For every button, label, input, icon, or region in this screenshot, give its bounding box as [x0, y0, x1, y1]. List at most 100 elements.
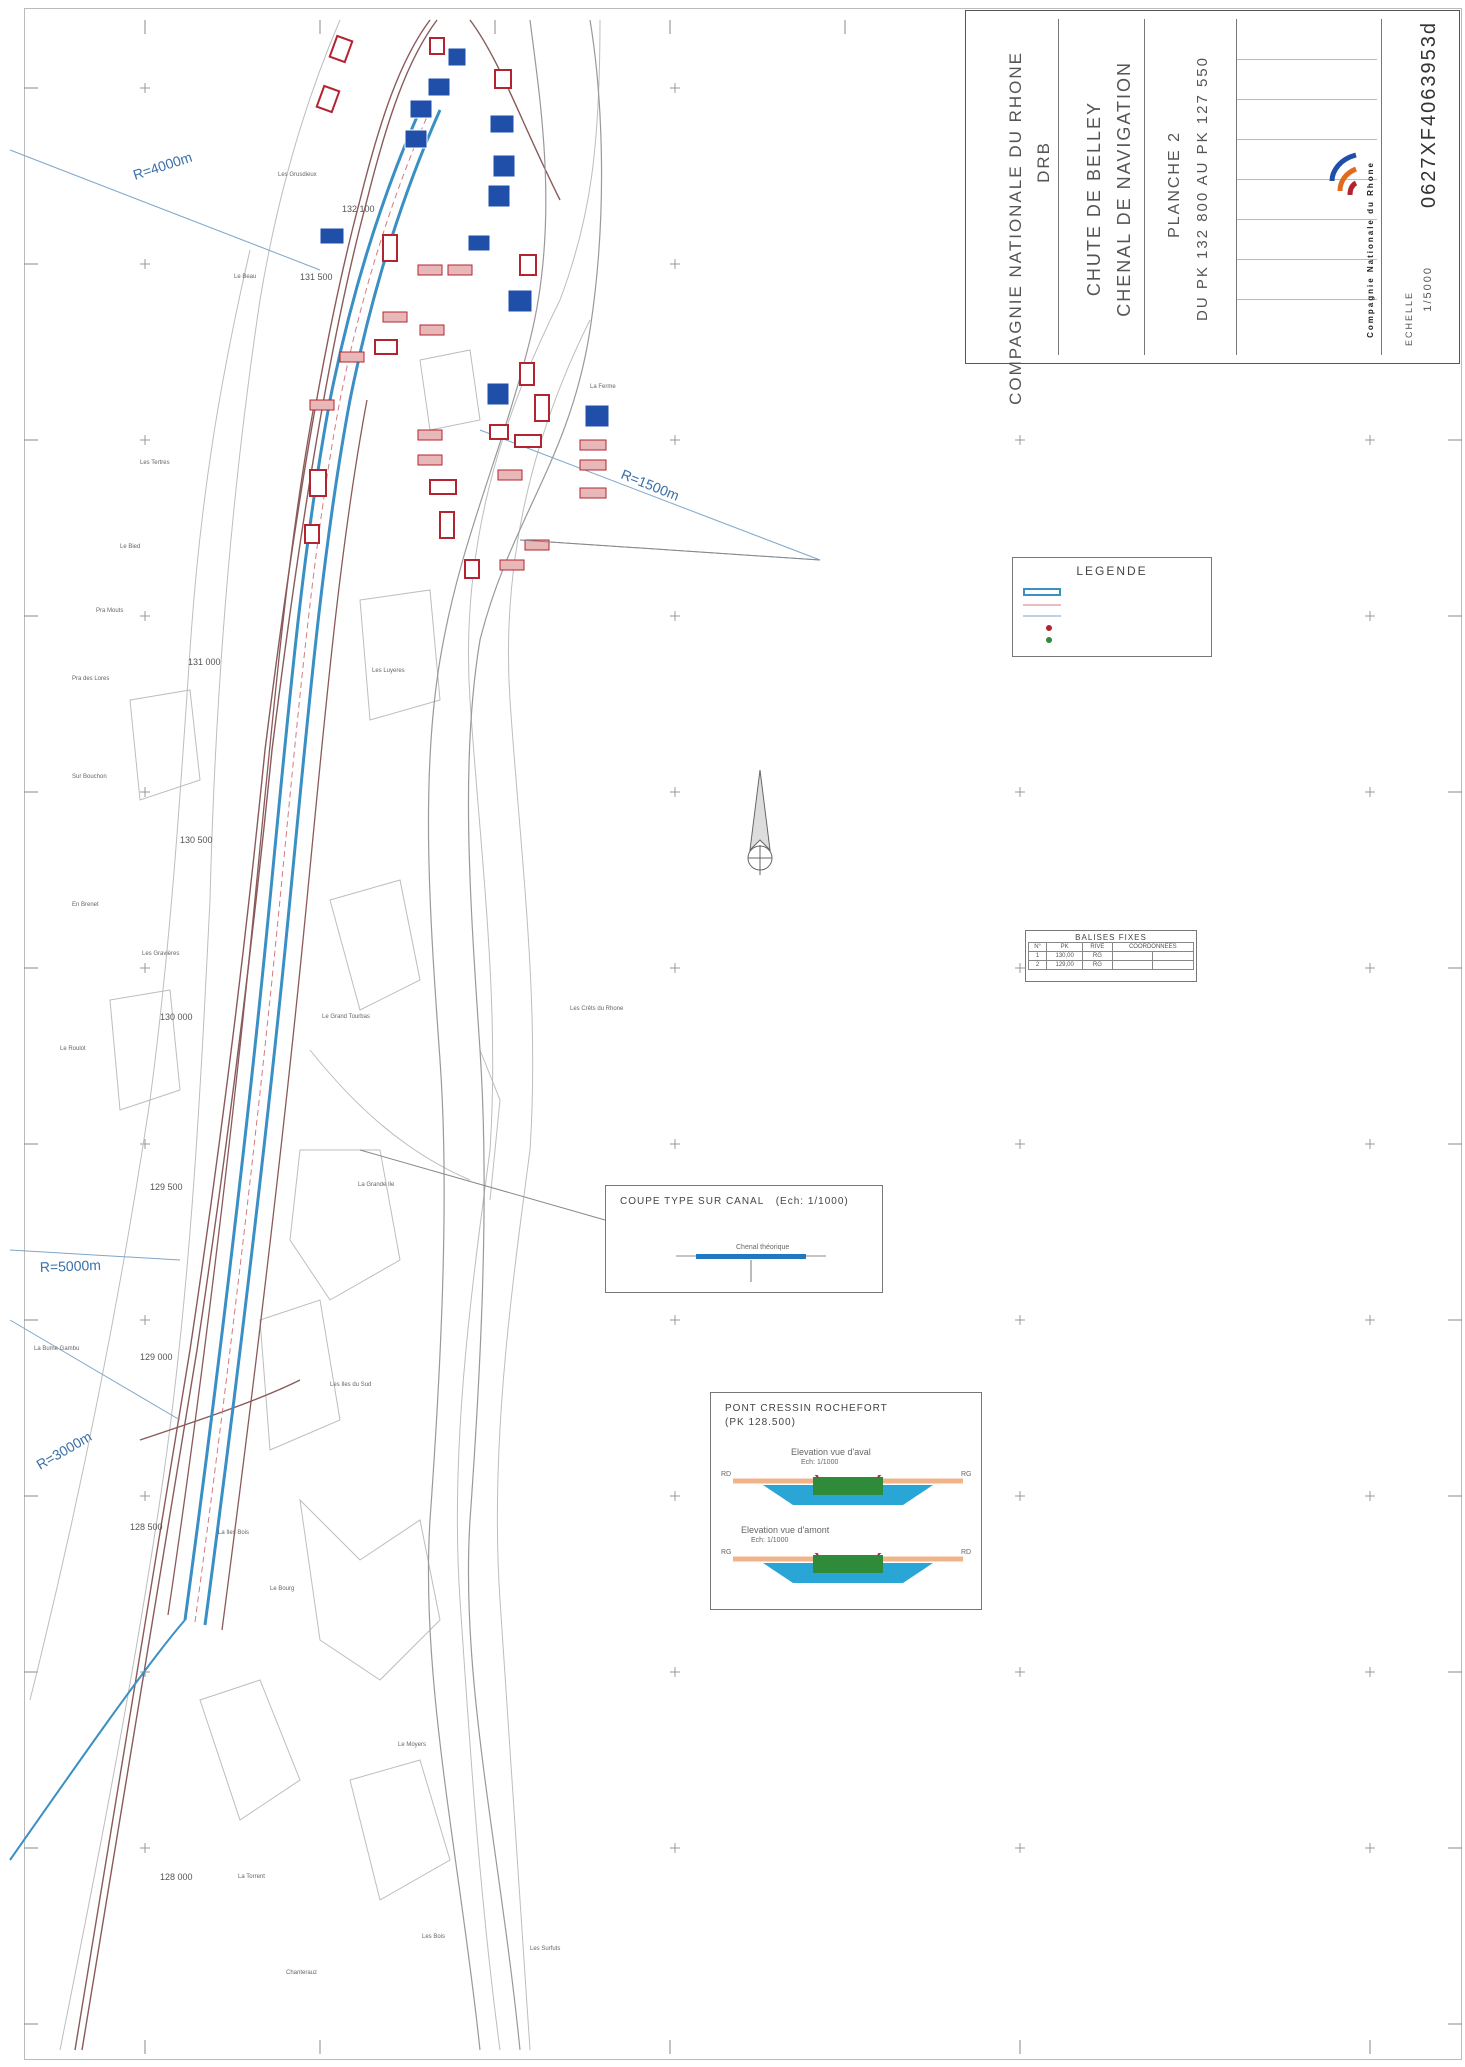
blue-sign: [492, 154, 516, 178]
pk-range: DU PK 132 800 AU PK 127 550: [1194, 56, 1211, 321]
red-banner: [417, 264, 443, 276]
balises-title: BALISES FIXES: [1075, 933, 1147, 942]
legend-row-red-buoy: [1045, 624, 1053, 632]
place-name: Les Grusdieux: [278, 172, 317, 178]
pk-mark: 130 000: [160, 1012, 193, 1022]
place-name: Le Bied: [120, 544, 140, 550]
place-name: Chanterauz: [286, 1970, 317, 1976]
place-name: La Ferme: [590, 384, 616, 390]
place-names: Les Grusdieux Le Beau La Ferme Les Tertr…: [34, 172, 624, 1976]
blue-sign: [489, 114, 515, 134]
place-name: Les Tertres: [140, 460, 170, 466]
leader-lines: [359, 539, 821, 1221]
axis-ticks: [24, 20, 1462, 2054]
pk-mark: 129 000: [140, 1352, 173, 1362]
table-header: RIVE: [1082, 942, 1113, 952]
radius-labels: R=4000m R=1500m R=3000m R=5000m: [34, 149, 682, 1473]
blue-sign: [427, 77, 451, 97]
blue-sign: [467, 234, 491, 252]
table-row: 2 129,00 RG: [1027, 960, 1194, 970]
red-sign: [489, 424, 509, 440]
red-signs: [304, 34, 550, 579]
red-sign: [304, 524, 320, 544]
title-block: COMPAGNIE NATIONALE DU RHONE DRB CHUTE D…: [965, 10, 1460, 405]
canal: [9, 109, 442, 1861]
blue-sign: [507, 289, 533, 313]
place-name: Les Crêts du Rhone: [570, 1006, 624, 1012]
north-arrow: [747, 769, 773, 875]
red-banner: [579, 459, 607, 471]
table-cell: [1111, 951, 1154, 961]
pont-amont-label: Elevation vue d'amont: [741, 1525, 830, 1535]
place-name: Les Bois: [422, 1934, 445, 1940]
legend-title: LEGENDE: [1076, 564, 1148, 578]
pont-pk: (PK 128.500): [725, 1417, 796, 1428]
pont-amont-scale: Ech: 1/1000: [751, 1537, 789, 1544]
coupe-profile: [676, 1254, 826, 1282]
place-name: Les Iles du Sud: [330, 1382, 371, 1388]
chute-name: CHUTE DE BELLEY: [1084, 101, 1104, 297]
pk-mark: 131 000: [188, 657, 221, 667]
place-name: La Iles Bois: [218, 1530, 249, 1536]
table-cell: 130,00: [1046, 951, 1084, 961]
pont-title: PONT CRESSIN ROCHEFORT: [725, 1403, 888, 1414]
place-name: Les Surfuts: [530, 1946, 560, 1952]
table-cell: [1152, 951, 1194, 961]
red-banner: [579, 439, 607, 451]
red-sign: [315, 84, 341, 114]
red-banner: [309, 399, 335, 411]
legend-row-limit: [1023, 614, 1061, 618]
radius-label-3000: R=3000m: [34, 1428, 95, 1472]
blue-sign: [486, 382, 510, 406]
red-buoy-icon: [1046, 625, 1052, 631]
blue-signs: [319, 47, 610, 428]
pk-mark: 129 500: [150, 1182, 183, 1192]
blue-sign: [584, 404, 610, 428]
cartouche-divider: [1144, 19, 1145, 355]
coupe-scale: (Ech: 1/1000): [775, 1196, 849, 1207]
red-sign: [309, 469, 327, 497]
place-name: Le Moyers: [398, 1742, 426, 1748]
pont-aval-scale: Ech: 1/1000: [801, 1459, 839, 1466]
radius-label-4000: R=4000m: [131, 149, 194, 183]
coupe-chenal-label: Chenal théorique: [736, 1244, 790, 1251]
table-cell: [1111, 960, 1154, 970]
pk-mark: 131 500: [300, 272, 333, 282]
echelle-label: ECHELLE: [1404, 291, 1414, 347]
legend-channel-swatch: [1023, 588, 1061, 596]
rhone-river: [427, 19, 603, 2051]
pont-aval-drawing: [733, 1475, 963, 1505]
red-sign: [439, 511, 455, 539]
red-sign: [514, 434, 542, 448]
red-sign: [519, 362, 535, 386]
table-cell: 129,00: [1046, 960, 1084, 970]
balises-table-box: BALISES FIXES N° PK RIVE COORDONNEES 1 1…: [1025, 930, 1197, 982]
table-cell: 2: [1027, 960, 1048, 970]
pk-marks: 132 100 131 500 131 000 130 500 130 000 …: [130, 204, 375, 1882]
red-banner: [447, 264, 473, 276]
red-banner: [497, 469, 523, 481]
red-sign: [534, 394, 550, 422]
red-banner: [524, 539, 550, 551]
pk-mark: 130 500: [180, 835, 213, 845]
red-banner: [499, 559, 525, 571]
place-name: Pra des Lores: [72, 676, 109, 682]
drawing-subject: CHENAL DE NAVIGATION: [1114, 61, 1134, 317]
pont-aval-rg: RG: [961, 1471, 972, 1478]
legend-axis-swatch: [1023, 604, 1061, 606]
red-sign: [429, 479, 457, 495]
red-banner: [419, 324, 445, 336]
red-banner: [339, 351, 365, 363]
pont-amont-rg: RG: [721, 1549, 732, 1556]
red-banner: [417, 454, 443, 466]
red-sign: [519, 254, 537, 276]
table-header-row: N° PK RIVE COORDONNEES: [1027, 942, 1195, 952]
place-name: Les Gravières: [142, 951, 179, 957]
pont-box: PONT CRESSIN ROCHEFORT (PK 128.500) Elev…: [710, 1392, 982, 1610]
coupe-type-box: COUPE TYPE SUR CANAL (Ech: 1/1000) Chena…: [605, 1185, 883, 1293]
blue-sign: [319, 227, 345, 245]
place-name: Sur Bouchon: [72, 774, 107, 780]
blue-sign: [409, 99, 433, 119]
radius-label-5000: R=5000m: [40, 1257, 102, 1275]
red-banner: [579, 487, 607, 499]
